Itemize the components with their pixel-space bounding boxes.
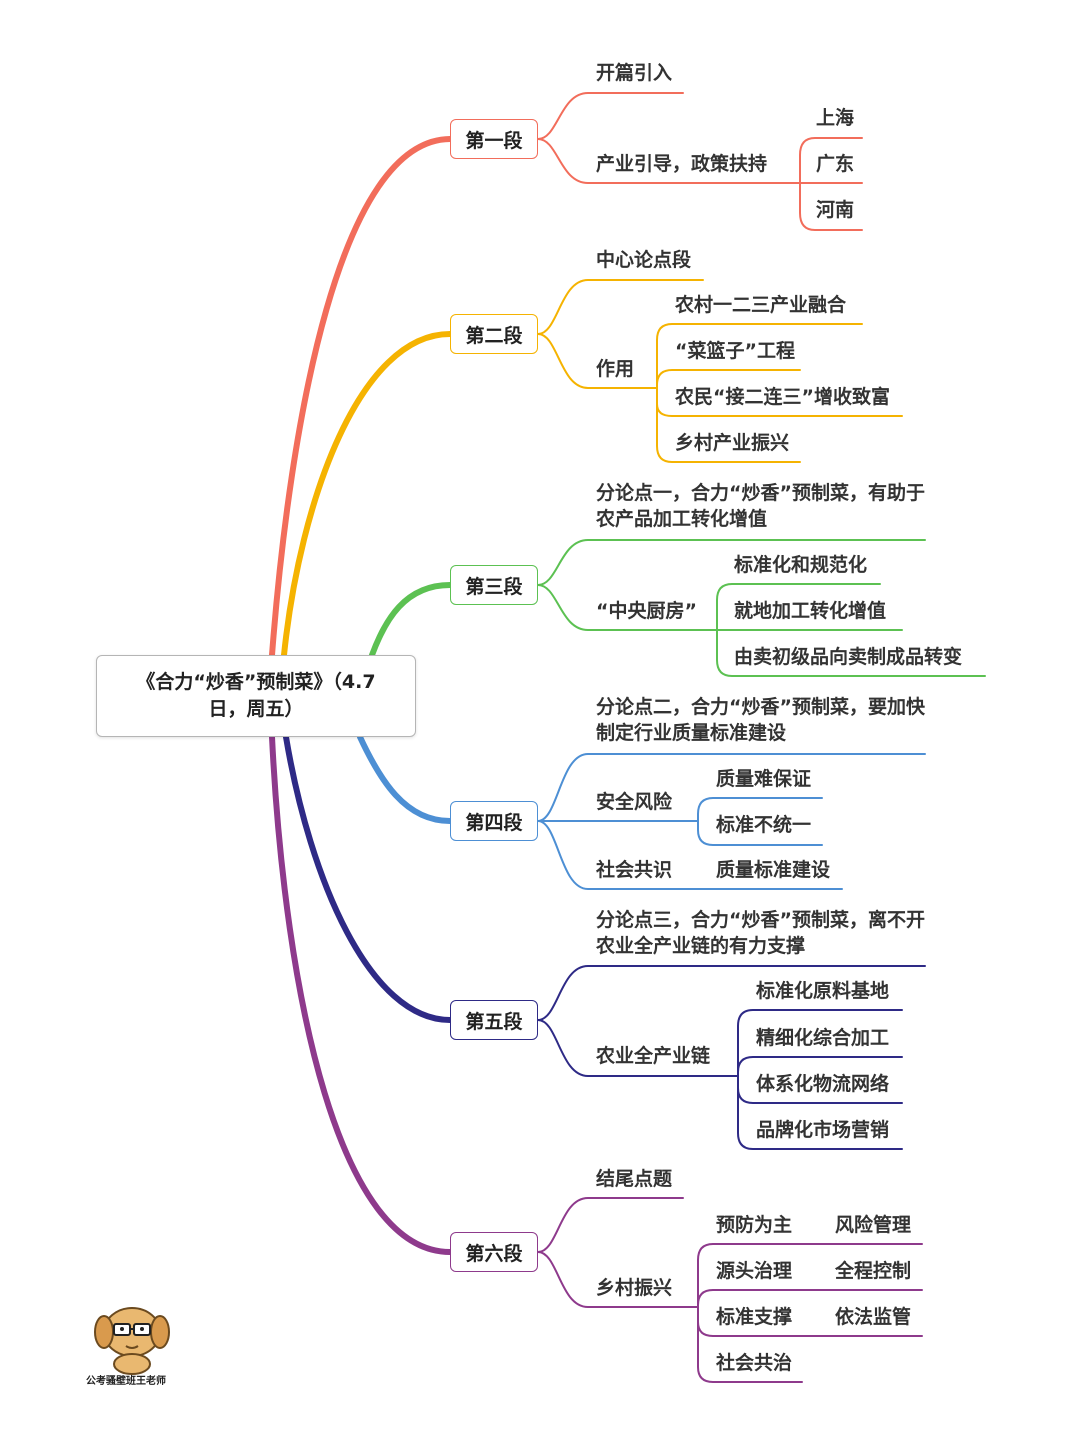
branch-2 [281, 331, 453, 658]
node-henan[interactable]: 河南 [816, 199, 855, 221]
node-quality-hard[interactable]: 质量难保证 [716, 768, 812, 790]
section-label: 第五段 [465, 1010, 523, 1033]
node-quality-standard[interactable]: 质量标准建设 [716, 859, 831, 881]
root-title: 《合力“炒香”预制菜》（4.7日，周五） [136, 671, 376, 720]
node-standardization[interactable]: 标准化和规范化 [734, 554, 868, 576]
node-industry-integration[interactable]: 农村一二三产业融合 [675, 294, 847, 316]
node-raw-material-base[interactable]: 标准化原料基地 [756, 980, 890, 1002]
node-risk-management[interactable]: 风险管理 [835, 1214, 912, 1236]
section-node-6[interactable]: 第六段 [450, 1232, 538, 1272]
node-farmer-income[interactable]: 农民“接二连三”增收致富 [675, 386, 890, 408]
node-standard-support[interactable]: 标准支撑 [716, 1306, 793, 1328]
node-rural-revitalization[interactable]: 乡村产业振兴 [675, 432, 790, 454]
node-full-chain[interactable]: 农业全产业链 [596, 1045, 711, 1067]
node-policy-support[interactable]: 产业引导，政策扶持 [596, 153, 768, 175]
node-shanghai[interactable]: 上海 [816, 107, 855, 129]
node-co-governance[interactable]: 社会共治 [716, 1352, 793, 1374]
section-label: 第一段 [465, 129, 523, 152]
node-function[interactable]: 作用 [596, 358, 635, 380]
node-local-processing[interactable]: 就地加工转化增值 [734, 600, 887, 622]
root-topic[interactable]: 《合力“炒香”预制菜》（4.7日，周五） [96, 655, 416, 737]
node-primary-to-finished[interactable]: 由卖初级品向卖制成品转变 [734, 646, 963, 668]
section-node-2[interactable]: 第二段 [450, 314, 538, 354]
node-subpoint-2[interactable]: 分论点二，合力“炒香”预制菜，要加快制定行业质量标准建设 [596, 696, 925, 744]
node-logistics-network[interactable]: 体系化物流网络 [756, 1073, 890, 1095]
node-prevention-first[interactable]: 预防为主 [716, 1214, 793, 1236]
section-label: 第六段 [465, 1242, 523, 1265]
node-guangdong[interactable]: 广东 [816, 153, 855, 175]
branch-4 [357, 734, 453, 824]
node-central-thesis[interactable]: 中心论点段 [596, 249, 692, 271]
branch-1 [269, 136, 453, 658]
node-lawful-supervision[interactable]: 依法监管 [835, 1306, 912, 1328]
section-node-1[interactable]: 第一段 [450, 119, 538, 159]
branch-5 [283, 734, 453, 1023]
node-source-governance[interactable]: 源头治理 [716, 1260, 793, 1282]
section-label: 第四段 [465, 811, 523, 834]
node-central-kitchen[interactable]: “中央厨房” [596, 600, 697, 622]
node-rural-revival[interactable]: 乡村振兴 [596, 1277, 673, 1299]
section-node-3[interactable]: 第三段 [450, 565, 538, 605]
node-safety-risk[interactable]: 安全风险 [596, 791, 673, 813]
section-node-4[interactable]: 第四段 [450, 801, 538, 841]
node-social-consensus[interactable]: 社会共识 [596, 859, 673, 881]
node-brand-marketing[interactable]: 品牌化市场营销 [756, 1119, 890, 1141]
watermark-text: 公考骚壁班王老师 [86, 1376, 166, 1387]
node-subpoint-1[interactable]: 分论点一，合力“炒香”预制菜，有助于农产品加工转化增值 [596, 482, 925, 530]
node-opening[interactable]: 开篇引入 [596, 62, 673, 84]
node-standard-inconsistent[interactable]: 标准不统一 [716, 814, 812, 836]
dog-mascot-icon [94, 1307, 170, 1375]
section-label: 第二段 [465, 324, 523, 347]
branch-3 [369, 582, 453, 658]
node-closing[interactable]: 结尾点题 [596, 1168, 673, 1190]
node-full-control[interactable]: 全程控制 [835, 1260, 912, 1282]
branch-6 [269, 734, 453, 1255]
node-fine-processing[interactable]: 精细化综合加工 [756, 1027, 890, 1049]
section-label: 第三段 [465, 575, 523, 598]
node-vegetable-basket[interactable]: “菜篮子”工程 [675, 340, 795, 362]
section-node-5[interactable]: 第五段 [450, 1000, 538, 1040]
node-subpoint-3[interactable]: 分论点三，合力“炒香”预制菜，离不开农业全产业链的有力支撑 [596, 909, 925, 957]
